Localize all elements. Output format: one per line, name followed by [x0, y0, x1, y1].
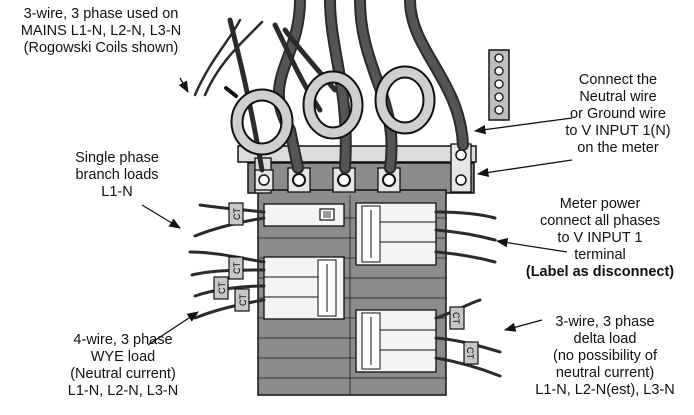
label-neutral: Connect the Neutral wire or Ground wire … [548, 72, 688, 157]
label-meter-power-line5: (Label as disconnect) [525, 264, 675, 280]
arrow-single-phase [141, 204, 182, 229]
ct-sensor: CT [228, 256, 244, 280]
neutral-bar [488, 49, 510, 121]
ct-sensor: CT [213, 276, 229, 300]
rogowski-coil-1 [224, 86, 294, 156]
label-neutral-line2: Neutral wire [579, 89, 657, 105]
label-delta-line3: (no possibility of [553, 348, 657, 364]
main-lugs [254, 143, 472, 193]
rogowski-coil-3 [374, 65, 436, 135]
label-single-phase-line2: branch loads [75, 167, 159, 183]
breaker-single-phase [263, 203, 345, 227]
label-meter-power-line1: Meter power [559, 196, 641, 212]
breaker-delta [355, 309, 437, 373]
label-mains-line3: (Rogowski Coils shown) [23, 40, 179, 56]
arrow-meter-power [495, 238, 568, 253]
ct-sensor: CT [234, 288, 250, 312]
ct-sensor-label: CT [232, 208, 242, 220]
ct-sensor: CT [463, 341, 479, 365]
mains-wire-ends [193, 18, 264, 97]
arrow-neutral-2 [476, 159, 573, 178]
label-wye-line1: 4-wire, 3 phase [73, 332, 173, 348]
breaker-meter-disconnect [355, 202, 437, 266]
ct-sensors: CT CT CT CT CT CT [213, 202, 479, 365]
arrow-neutral [473, 117, 573, 135]
label-neutral-line1: Connect the [578, 72, 658, 88]
rogowski-coil-2 [302, 70, 364, 140]
label-delta-line5: L1-N, L2-N(est), L3-N [535, 382, 675, 398]
label-wye-line4: L1-N, L2-N, L3-N [67, 383, 179, 399]
ct-sensor: CT [449, 306, 465, 330]
label-neutral-line3: or Ground wire [570, 106, 666, 122]
label-neutral-line5: on the meter [577, 140, 659, 156]
ct-sensor-label: CT [451, 312, 461, 324]
callout-arrows [141, 77, 573, 346]
label-meter-power-line4: terminal [574, 247, 626, 263]
ct-sensor-label: CT [232, 262, 242, 274]
label-wye-line2: WYE load [90, 349, 156, 365]
arrow-wye [147, 311, 199, 346]
label-single-phase-line3: L1-N [101, 184, 133, 200]
label-meter-power-line3: to V INPUT 1 [557, 230, 643, 246]
label-delta-line1: 3-wire, 3 phase [555, 314, 655, 330]
ct-sensor: CT [228, 202, 244, 226]
arrow-mains [178, 77, 189, 94]
label-wye: 4-wire, 3 phase WYE load (Neutral curren… [48, 332, 198, 400]
label-single-phase: Single phase branch loads L1-N [58, 150, 176, 201]
label-mains-line2: MAINS L1-N, L2-N, L3-N [20, 23, 182, 39]
label-mains: 3-wire, 3 phase used on MAINS L1-N, L2-N… [10, 6, 192, 57]
label-delta: 3-wire, 3 phase delta load (no possibili… [520, 314, 690, 399]
label-neutral-line4: to V INPUT 1(N) [565, 123, 671, 139]
arrow-delta [503, 319, 543, 332]
ct-sensor-label: CT [217, 282, 227, 294]
label-meter-power-line2: connect all phases [539, 213, 661, 229]
label-mains-line1: 3-wire, 3 phase used on [23, 6, 179, 22]
breaker-wye [263, 256, 345, 320]
label-delta-line2: delta load [573, 331, 637, 347]
ct-sensor-label: CT [238, 294, 248, 306]
label-meter-power: Meter power connect all phases to V INPU… [512, 196, 688, 281]
ct-sensor-label: CT [465, 347, 475, 359]
label-delta-line4: neutral current) [555, 365, 655, 381]
label-wye-line3: (Neutral current) [70, 366, 176, 382]
label-single-phase-line1: Single phase [75, 150, 159, 166]
rogowski-coils [224, 65, 436, 156]
